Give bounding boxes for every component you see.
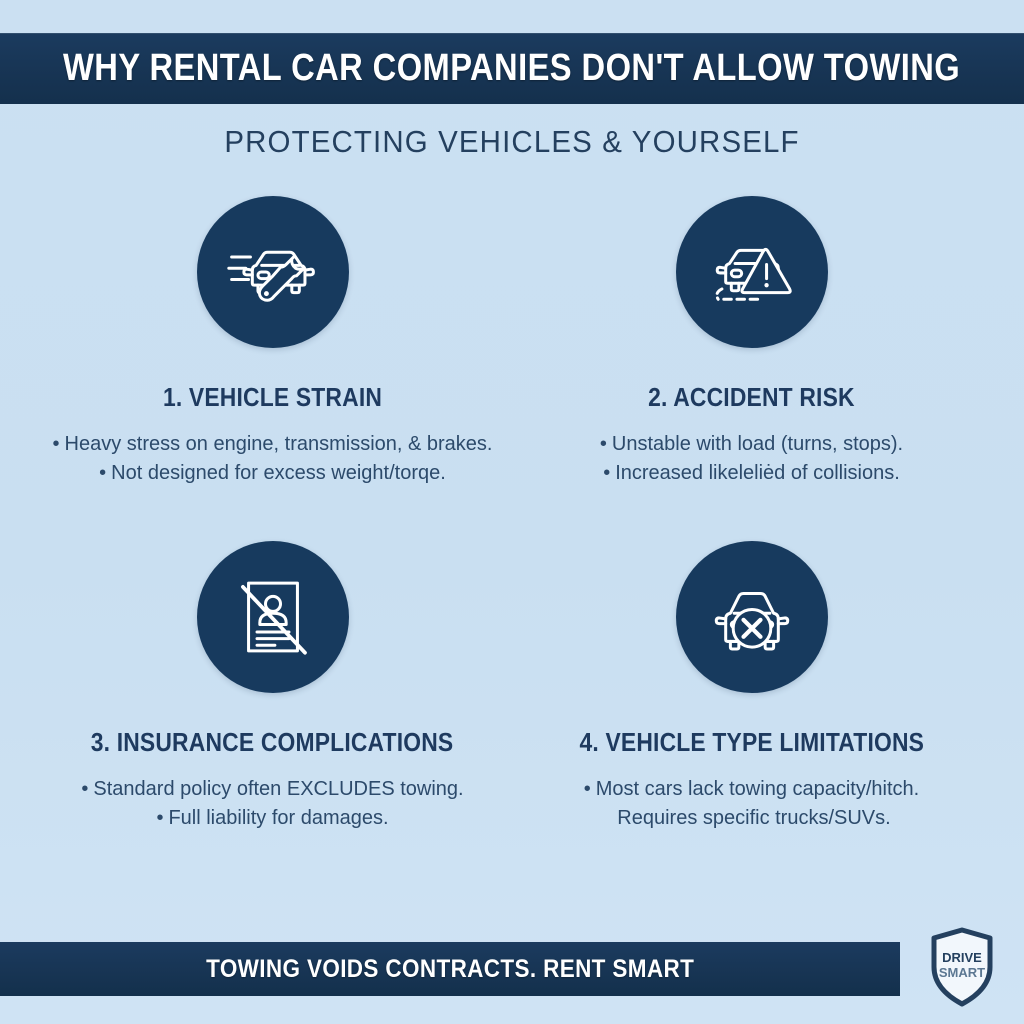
bullet-line: •Full liability for damages. (81, 804, 463, 833)
bullet-text: Most cars lack towing capacity/hitch. (595, 777, 920, 800)
reason-card-vehicle-strain: 1. VEHICLE STRAIN •Heavy stress on engin… (40, 196, 505, 489)
bullet-line: •Not designed for excess weight/torqe. (53, 459, 493, 488)
reason-card-insurance-complications: 3. INSURANCE COMPLICATIONS •Standard pol… (40, 540, 505, 834)
bullet-line: •Heavy stress on engine, transmission, &… (53, 430, 493, 459)
bullet-text: Unstable with load (turns, stops). (611, 433, 904, 455)
bullet-line: •Increased likeleliėd of collisions. (600, 459, 903, 488)
card-title: 1. VEHICLE STRAIN (162, 382, 383, 412)
bullet-text: Not designed for excess weight/torqe. (111, 462, 446, 485)
bullet-dot: • (603, 462, 611, 485)
reason-card-accident-risk: 2. ACCIDENT RISK •Unstable with load (tu… (519, 196, 984, 489)
bullet-text: Full liability for damages. (168, 807, 389, 830)
header-band: WHY RENTAL CAR COMPANIES DON'T ALLOW TOW… (0, 33, 1024, 104)
bullet-line: •Unstable with load (turns, stops). (600, 430, 903, 459)
bullet-text: Increased likeleliėd of collisions. (615, 462, 900, 485)
footer-tagline: TOWING VOIDS CONTRACTS. RENT SMART (205, 954, 695, 983)
logo-line-2: SMART (939, 965, 985, 980)
bullet-text: Heavy stress on engine, transmission, & … (64, 433, 493, 455)
card-bullets: •Standard policy often EXCLUDES towing. … (81, 775, 463, 834)
drive-smart-shield-logo: DRIVE SMART (929, 927, 995, 1007)
car-wrench-icon (226, 250, 315, 302)
reason-card-vehicle-type-limitations: 4. VEHICLE TYPE LIMITATIONS •Most cars l… (519, 540, 984, 834)
icon-circle-1 (196, 196, 349, 348)
bullet-text: Requires specific trucks/SUVs. (617, 807, 891, 830)
card-bullets: •Heavy stress on engine, transmission, &… (53, 430, 493, 489)
icon-circle-3 (196, 540, 349, 693)
bullet-line: Requires specific trucks/SUVs. (584, 804, 919, 833)
reasons-grid: 1. VEHICLE STRAIN •Heavy stress on engin… (40, 196, 984, 834)
card-bullets: •Most cars lack towing capacity/hitch. R… (584, 775, 919, 834)
bullet-dot: • (99, 462, 107, 485)
footer-band: TOWING VOIDS CONTRACTS. RENT SMART (0, 942, 900, 996)
card-bullets: •Unstable with load (turns, stops). •Inc… (600, 430, 903, 489)
car-x-circle-icon (714, 591, 789, 651)
document-person-crossed-out-icon (240, 581, 307, 655)
car-warning-triangle-icon (714, 247, 792, 301)
icon-circle-4 (675, 540, 828, 693)
bullet-dot: • (156, 807, 164, 830)
bullet-line: •Most cars lack towing capacity/hitch. (584, 775, 919, 804)
bullet-dot: • (583, 777, 591, 800)
card-title: 3. INSURANCE COMPLICATIONS (91, 726, 454, 757)
bullet-line: •Standard policy often EXCLUDES towing. (81, 775, 463, 804)
bullet-dot: • (52, 433, 60, 455)
shield-icon: DRIVE SMART (931, 927, 993, 1007)
page-title: WHY RENTAL CAR COMPANIES DON'T ALLOW TOW… (63, 47, 961, 89)
bullet-dot: • (81, 777, 89, 800)
bullet-text: Standard policy often EXCLUDES towing. (93, 777, 464, 800)
card-title: 2. ACCIDENT RISK (648, 382, 855, 412)
icon-circle-2 (675, 196, 828, 348)
logo-line-1: DRIVE (942, 950, 982, 965)
card-title: 4. VEHICLE TYPE LIMITATIONS (579, 726, 924, 757)
subtitle: PROTECTING VEHICLES & YOURSELF (224, 124, 800, 159)
bullet-dot: • (599, 433, 607, 455)
